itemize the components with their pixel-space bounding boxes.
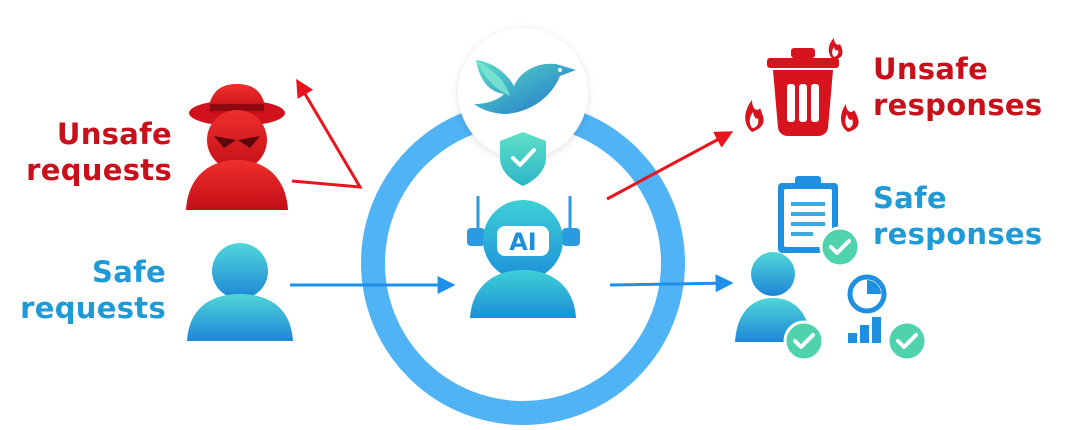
unsafe-requests-label: Unsafe requests [10,116,172,188]
burning-trash-icon [745,38,859,136]
safe-responses-label: Safe responses [873,180,1073,252]
chart-check-icon [847,274,928,362]
safe-requests-label: Safe requests [10,254,166,326]
unsafe-responses-line-1: Unsafe [873,52,989,86]
safe-requests-line-1: Safe [92,255,166,289]
unsafe-requests-line-2: requests [26,153,172,187]
safe-requests-line-2: requests [20,291,166,325]
user-check-icon [735,252,825,362]
unsafe-responses-label: Unsafe responses [873,51,1073,123]
robot-badge-text: AI [509,228,537,256]
user-icon [187,243,293,341]
safe-response-arrow [609,274,734,293]
clipboard-check-icon [778,176,861,268]
robot-ai-icon [467,196,580,318]
safe-responses-line-1: Safe [873,181,947,215]
spy-hacker-icon [186,84,288,210]
unsafe-requests-line-1: Unsafe [56,117,172,151]
safe-responses-line-2: responses [873,217,1043,251]
bird-logo-icon [458,28,588,158]
unsafe-response-arrow [606,131,734,201]
shield-check-icon [500,132,546,186]
unsafe-request-rejected-arrow [291,78,363,189]
unsafe-responses-line-2: responses [873,88,1043,122]
